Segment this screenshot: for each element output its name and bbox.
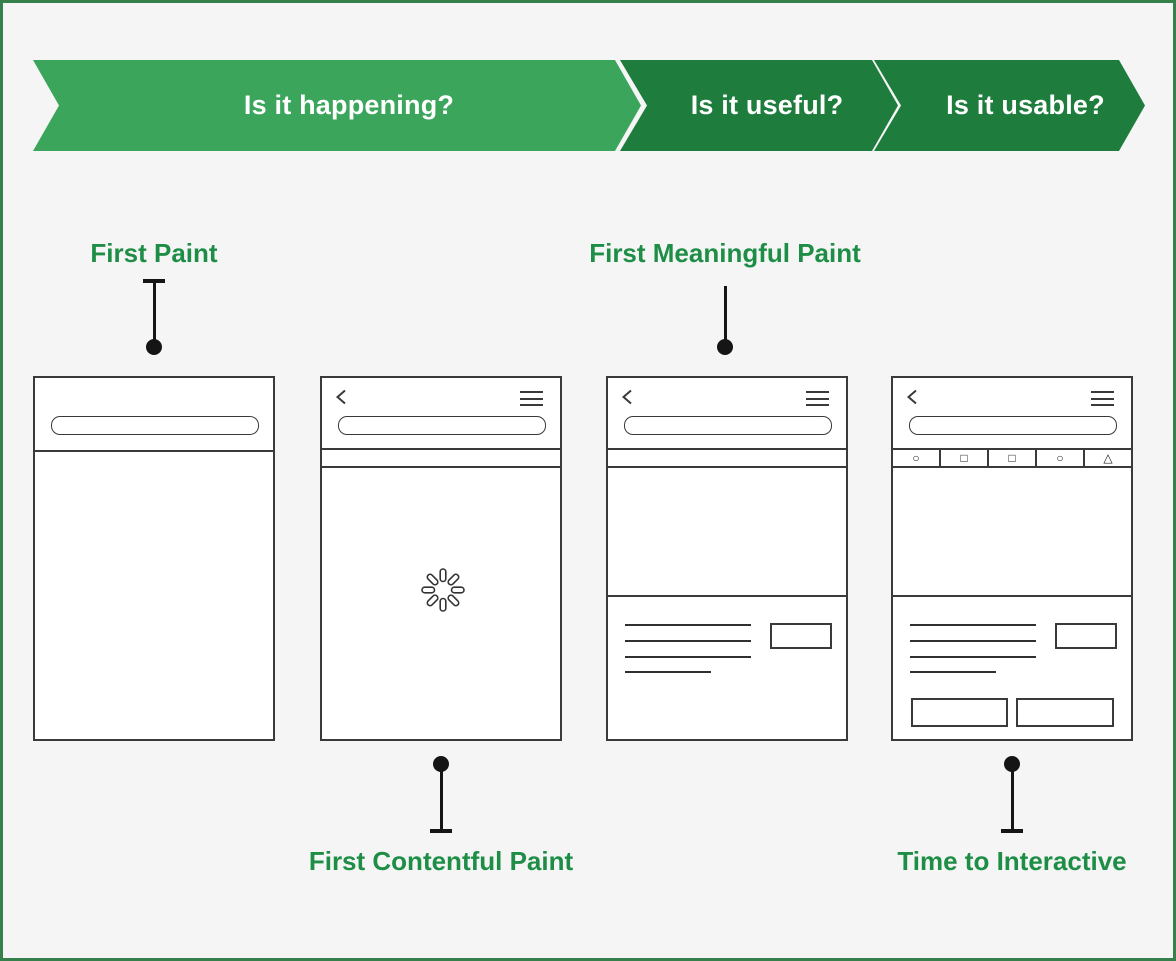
button-box xyxy=(1016,698,1114,727)
banner-step-is-it-usable: Is it usable? xyxy=(874,60,1145,151)
text-line xyxy=(625,671,711,673)
back-icon xyxy=(621,389,634,410)
text-line xyxy=(910,671,996,673)
thumbnail-box xyxy=(1055,623,1117,649)
header-divider xyxy=(35,450,273,452)
back-icon xyxy=(335,389,348,410)
connector-line xyxy=(440,771,443,829)
hero-divider xyxy=(893,595,1131,597)
banner-step-label: Is it useful? xyxy=(690,90,844,120)
connector-dot xyxy=(146,339,162,355)
menu-icon xyxy=(806,391,829,411)
text-line xyxy=(625,656,751,658)
first-contentful-paint-phone xyxy=(320,376,562,741)
menu-icon xyxy=(520,391,543,411)
first-paint-phone xyxy=(33,376,275,741)
square-icon: □ xyxy=(941,450,989,466)
first-meaningful-paint-label: First Meaningful Paint xyxy=(589,238,861,268)
time-to-interactive-phone: ○□□○△ xyxy=(891,376,1133,741)
hero-divider xyxy=(608,595,846,597)
banner-step-is-it-useful: Is it useful? xyxy=(620,60,898,151)
connector-line xyxy=(153,280,156,340)
connector-cap xyxy=(430,829,452,833)
url-bar xyxy=(51,416,259,435)
url-bar xyxy=(624,416,832,435)
connector-dot xyxy=(717,339,733,355)
connector-line xyxy=(1011,771,1014,829)
time-to-interactive-label: Time to Interactive xyxy=(897,846,1127,876)
connector-line xyxy=(724,286,727,340)
url-bar xyxy=(338,416,546,435)
connector-cap xyxy=(1001,829,1023,833)
first-meaningful-paint-phone xyxy=(606,376,848,741)
back-icon xyxy=(906,389,919,410)
circle-icon: ○ xyxy=(1037,450,1085,466)
text-line xyxy=(910,624,1036,626)
text-line xyxy=(625,640,751,642)
thumbnail-box xyxy=(770,623,832,649)
connector-dot xyxy=(1004,756,1020,772)
circle-icon: ○ xyxy=(893,450,941,466)
url-bar xyxy=(909,416,1117,435)
spinner-icon xyxy=(420,567,466,618)
button-box xyxy=(911,698,1008,727)
toolbar-strip xyxy=(322,448,560,468)
tab-strip: ○□□○△ xyxy=(893,448,1131,468)
banner-step-is-it-happening: Is it happening? xyxy=(33,60,641,151)
menu-icon xyxy=(1091,391,1114,411)
first-contentful-paint-label: First Contentful Paint xyxy=(308,846,574,876)
triangle-icon: △ xyxy=(1103,451,1113,465)
text-line xyxy=(910,656,1036,658)
connector-dot xyxy=(433,756,449,772)
banner-step-label: Is it happening? xyxy=(243,90,455,120)
first-paint-label: First Paint xyxy=(90,238,218,268)
text-line xyxy=(625,624,751,626)
toolbar-strip xyxy=(608,448,846,468)
text-line xyxy=(910,640,1036,642)
square-icon: □ xyxy=(989,450,1037,466)
banner-step-label: Is it usable? xyxy=(946,90,1105,120)
